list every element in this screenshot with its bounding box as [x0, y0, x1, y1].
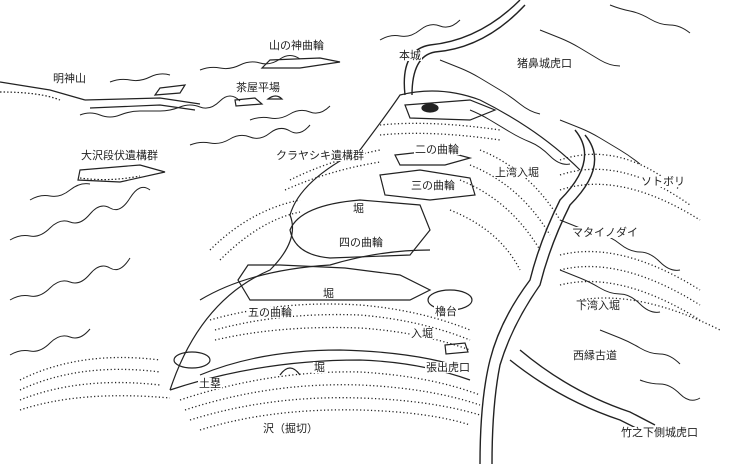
small-terraces [77, 57, 341, 183]
label-mataino-dai: マタイノダイ [571, 226, 639, 239]
label-irihori: 入堀 [410, 327, 434, 340]
label-yagura-dai: 櫓台 [434, 305, 458, 318]
label-honjo: 本城 [398, 49, 422, 62]
label-myojinyama: 明神山 [52, 72, 87, 85]
road-path [403, 0, 656, 464]
label-hori-3: 堀 [313, 361, 326, 374]
label-haridashi-koguchi: 張出虎口 [425, 361, 471, 374]
label-hori-1: 堀 [352, 202, 365, 215]
label-shimowan-irihori: 下湾入堀 [575, 299, 621, 312]
label-yamanokami-kuruwa: 山の神曲輪 [268, 39, 325, 52]
label-sawa-horikiri: 沢（掘切） [262, 422, 319, 435]
label-san-no-kuruwa: 三の曲輪 [410, 179, 456, 192]
contour-dots [19, 122, 721, 431]
label-nishiberi-kodo: 西縁古道 [572, 349, 618, 362]
label-dorui: 土塁 [198, 377, 222, 390]
label-chaya-hiraba: 茶屋平場 [235, 81, 281, 94]
label-go-no-kuruwa: 五の曲輪 [247, 306, 293, 319]
label-hori-2: 堀 [322, 287, 335, 300]
label-takenoshita-koguchi: 竹之下側城虎口 [620, 426, 699, 439]
label-sotobori: ソトボリ [640, 175, 686, 188]
label-osawa-remains: 大沢段伏遺構群 [80, 149, 159, 162]
label-yon-no-kuruwa: 四の曲輪 [338, 236, 384, 249]
myojinyama-ridge [0, 81, 201, 111]
label-ni-no-kuruwa: 二の曲輪 [414, 143, 460, 156]
label-kurayashiki-remains: クラヤシキ遺構群 [275, 149, 365, 162]
label-inohana-koguchi: 猪鼻城虎口 [516, 57, 573, 70]
label-kamiwan-irihori: 上湾入堀 [494, 166, 540, 179]
